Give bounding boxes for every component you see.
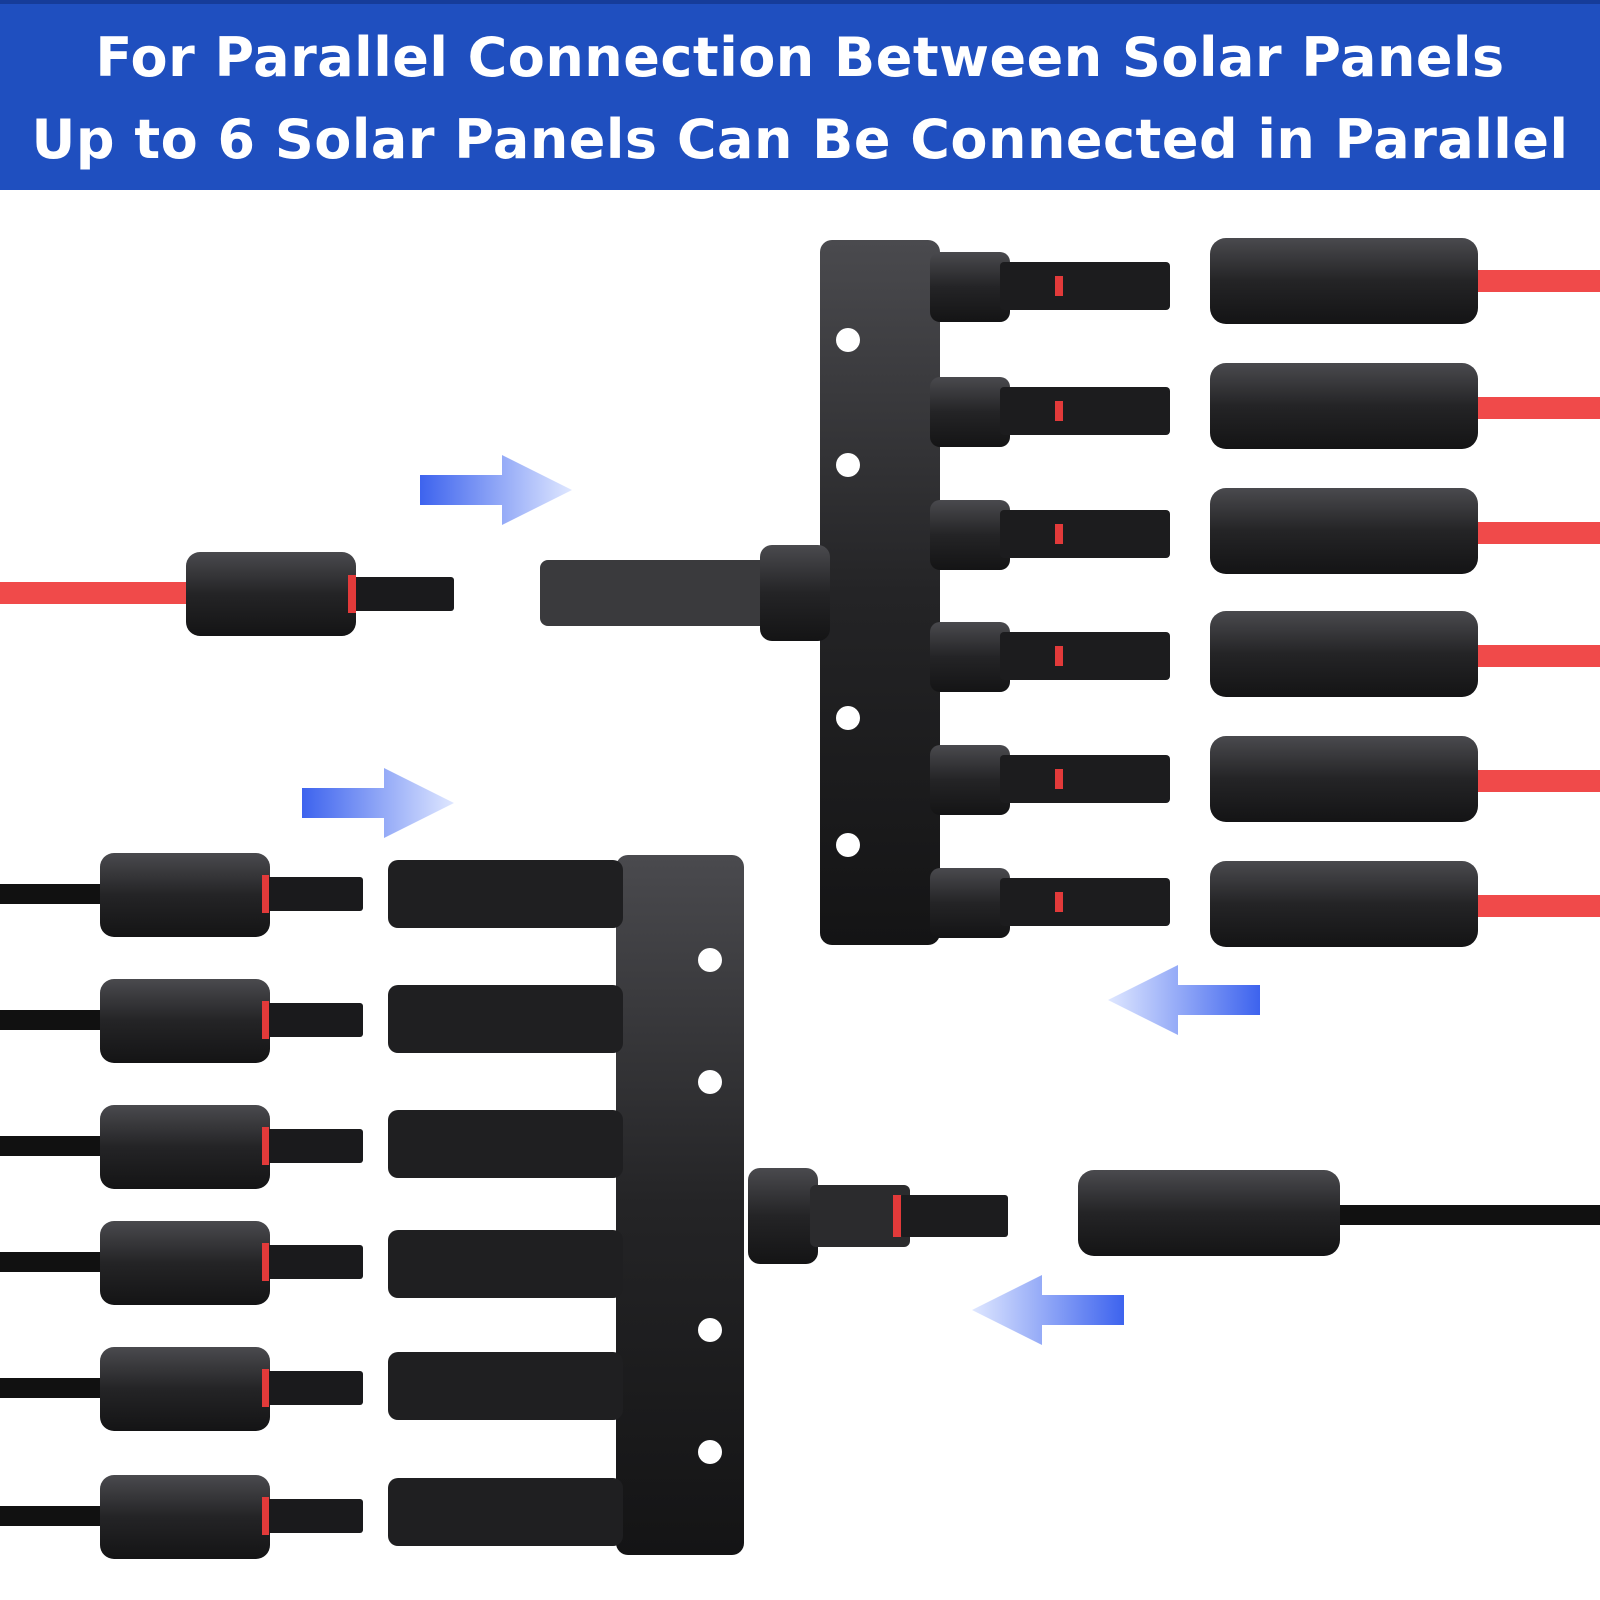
top-branch-connector [540, 240, 1170, 945]
red-cable-left [0, 582, 190, 604]
red-cables-right [1470, 270, 1600, 917]
banner-title-line-2: Up to 6 Solar Panels Can Be Connected in… [31, 108, 1569, 171]
header-banner: For Parallel Connection Between Solar Pa… [0, 0, 1600, 190]
right-arrow-icon [420, 455, 572, 525]
banner-title-line-1: For Parallel Connection Between Solar Pa… [95, 26, 1505, 89]
red-input-connector [186, 552, 454, 636]
black-cable-connectors [100, 853, 363, 1559]
black-cable-right [1330, 1205, 1600, 1225]
bottom-branch-connector [388, 855, 1008, 1555]
red-cable-connectors [1210, 238, 1478, 947]
left-arrow-icon [972, 1275, 1124, 1345]
connector-illustration [0, 238, 1600, 1559]
black-cables-left [0, 884, 110, 1526]
right-arrow-icon [302, 768, 454, 838]
left-arrow-icon [1108, 965, 1260, 1035]
black-input-connector [1078, 1170, 1340, 1256]
